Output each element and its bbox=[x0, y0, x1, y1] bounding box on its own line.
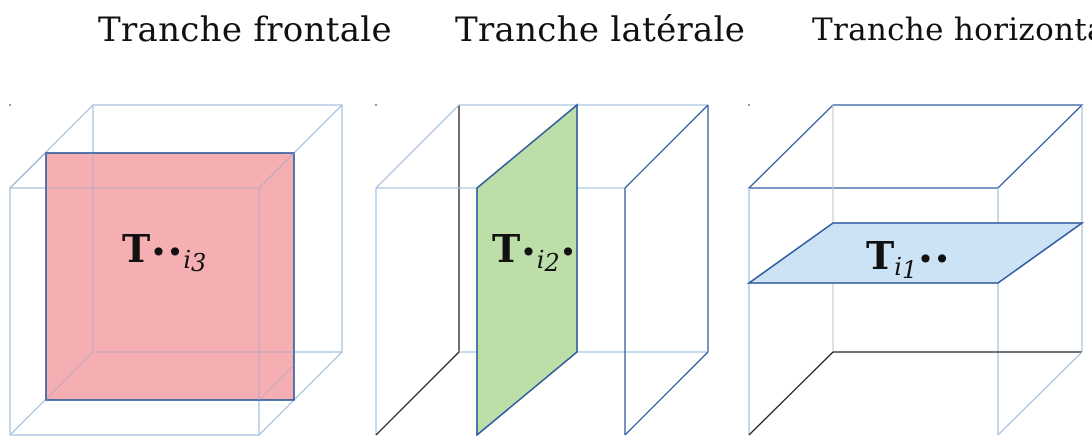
lateral-cube-edge bbox=[624, 104, 709, 189]
horizontal-slice-label: Ti1•• bbox=[866, 233, 950, 284]
frontal-slice bbox=[45, 152, 295, 401]
frontal-cube-edge bbox=[258, 351, 343, 436]
lateral-slice-title: Tranche latérale bbox=[455, 10, 746, 50]
frontal-cube-edge bbox=[258, 152, 295, 189]
lateral-slice-label: T•i2• bbox=[492, 226, 576, 277]
frontal-slice-title: Tranche frontale bbox=[98, 10, 392, 50]
horizontal-cube-top-face bbox=[747, 104, 1084, 189]
lateral-cube-edge bbox=[624, 351, 709, 436]
lateral-cube-edge bbox=[375, 104, 460, 189]
horizontal-cube-edge bbox=[748, 351, 834, 436]
lateral-cube: T•i2• bbox=[375, 103, 709, 436]
frontal-cube-edge bbox=[45, 351, 94, 401]
horizontal-cube: Ti1•• bbox=[746, 104, 1085, 436]
frontal-cube-edge bbox=[258, 364, 295, 401]
horizontal-cube-edge bbox=[997, 351, 1083, 436]
lateral-slice bbox=[476, 103, 578, 436]
frontal-cube-edge bbox=[9, 152, 47, 189]
lateral-cube-edge bbox=[375, 351, 460, 436]
frontal-cube: T••i3 bbox=[9, 104, 343, 436]
horizontal-slice-title: Tranche horizontale bbox=[812, 12, 1092, 48]
horizontal-slice bbox=[746, 222, 1085, 284]
frontal-slice-label: T••i3 bbox=[122, 226, 206, 277]
